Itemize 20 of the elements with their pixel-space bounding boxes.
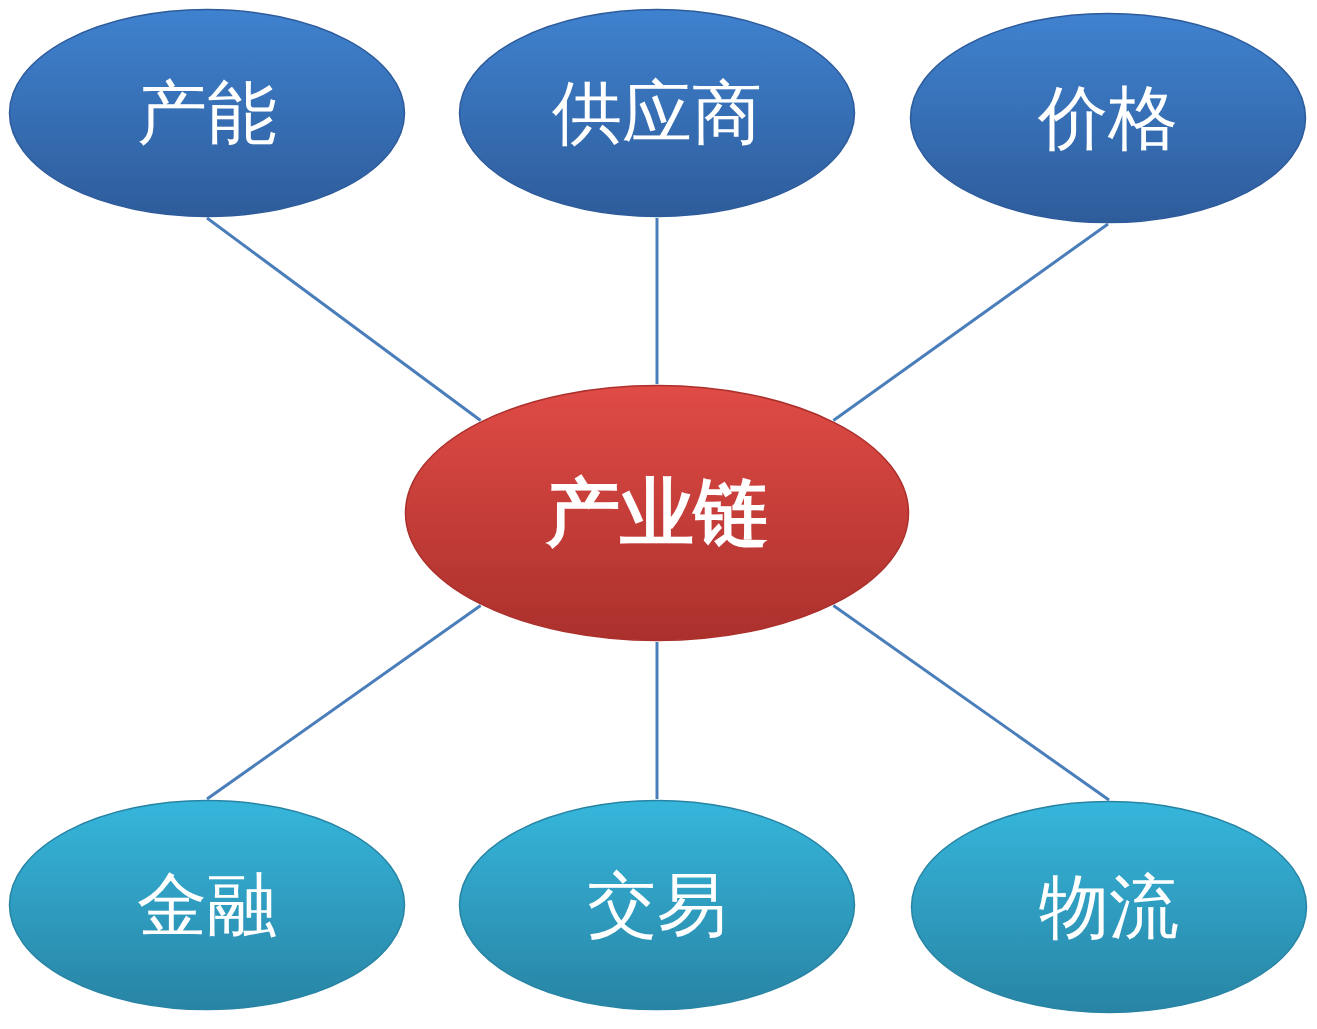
topic-ellipse [8, 799, 406, 1011]
connector-line [832, 604, 1110, 802]
node-label: 供应商 [552, 74, 762, 152]
topic-ellipse [910, 800, 1308, 1014]
connector-line [206, 216, 482, 422]
central-topic-ellipse [404, 384, 910, 642]
connector-line [832, 222, 1109, 422]
connector-line [206, 604, 482, 801]
node-label: 金融 [137, 866, 277, 944]
topic-ellipse [458, 799, 856, 1011]
topic-ellipse [909, 12, 1307, 224]
node-label: 产业链 [546, 472, 768, 554]
topic-ellipse [8, 8, 406, 218]
node-label: 价格 [1038, 79, 1178, 157]
node-label: 交易 [587, 866, 727, 944]
connector-line [655, 642, 659, 799]
topic-ellipse [458, 8, 856, 218]
node-label: 产能 [137, 74, 277, 152]
connector-line [655, 218, 659, 384]
node-label: 物流 [1039, 868, 1179, 946]
